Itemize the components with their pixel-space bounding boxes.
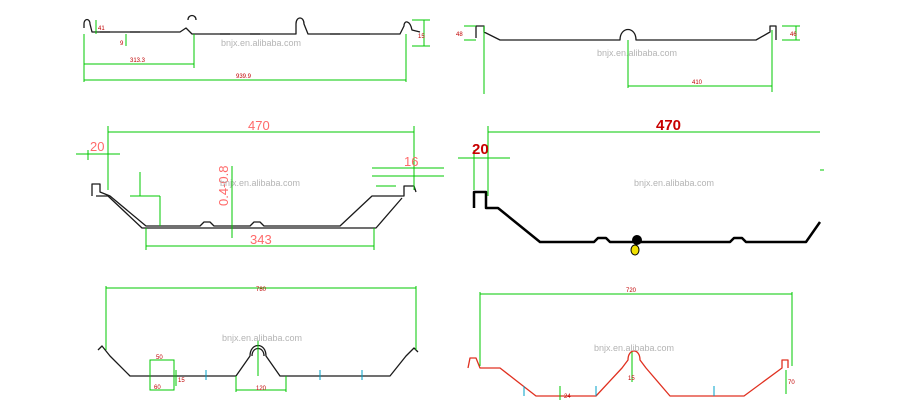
panel-4-accent [630, 244, 640, 256]
panel-4-watermark: bnjx.en.alibaba.com [634, 178, 714, 188]
panel-6-dim-c: 70 [788, 380, 795, 386]
panel-6-profile [467, 350, 789, 397]
panel-4-rivet [632, 235, 642, 245]
panel-3-dim-width: 470 [248, 118, 270, 133]
panel-3: 470 20 16 343 0.4-0.8 bnjx.en.alibaba.co… [76, 118, 444, 250]
panel-2: 48 46 410 bnjx.en.alibaba.com [456, 25, 800, 94]
panel-2-profile [475, 25, 777, 41]
panel-1: 41 9 313.3 939.9 15 bnjx.en.alibaba.com [83, 14, 430, 82]
panel-1-dim-e: 15 [418, 34, 425, 40]
panel-2-dim-b: 46 [790, 32, 797, 38]
panel-3-watermark: bnjx.en.alibaba.com [220, 178, 300, 188]
panel-5-watermark: bnjx.en.alibaba.com [222, 333, 302, 343]
panel-3-dim-side: 16 [404, 154, 418, 169]
panel-5-dim-c: 15 [178, 378, 185, 384]
panel-5: 780 50 60 15 120 bnjx.en.alibaba.com [97, 286, 419, 392]
panel-6-dim-width: 720 [626, 288, 637, 294]
panel-1-dim-c: 313.3 [130, 58, 146, 64]
panel-1-dim-a: 41 [98, 26, 105, 32]
panel-1-dim-b: 9 [120, 41, 124, 47]
panel-2-dim-a: 48 [456, 32, 463, 38]
panel-5-dim-a: 50 [156, 355, 163, 361]
panel-5-dim-width: 780 [256, 287, 267, 293]
panel-2-dim-c: 410 [692, 80, 703, 86]
panel-3-dim-rib: 20 [90, 139, 104, 154]
panel-6-dim-a: 24 [564, 394, 571, 400]
panel-1-profile [83, 17, 421, 35]
panel-5-box [149, 359, 175, 391]
panel-6: 720 24 15 70 bnjx.en.alibaba.com [467, 288, 795, 400]
panel-1-watermark: bnjx.en.alibaba.com [221, 38, 301, 48]
panel-2-watermark: bnjx.en.alibaba.com [597, 48, 677, 58]
panel-3-profile [91, 183, 417, 227]
panel-4-dim-rib: 20 [472, 141, 489, 158]
panel-4: 470 20 bnjx.en.alibaba.com [458, 117, 824, 256]
panel-6-watermark: bnjx.en.alibaba.com [594, 343, 674, 353]
panel-6-dim-b: 15 [628, 376, 635, 382]
panel-3-dim-bottom: 343 [250, 232, 272, 247]
panel-4-profile [472, 190, 822, 244]
panel-5-dim-d: 120 [256, 386, 267, 392]
panel-4-dim-width: 470 [656, 117, 681, 134]
panel-5-dim-b: 60 [154, 385, 161, 391]
panel-1-dim-d: 939.9 [236, 74, 252, 80]
panel-3-dim-thick: 0.4-0.8 [216, 166, 231, 206]
